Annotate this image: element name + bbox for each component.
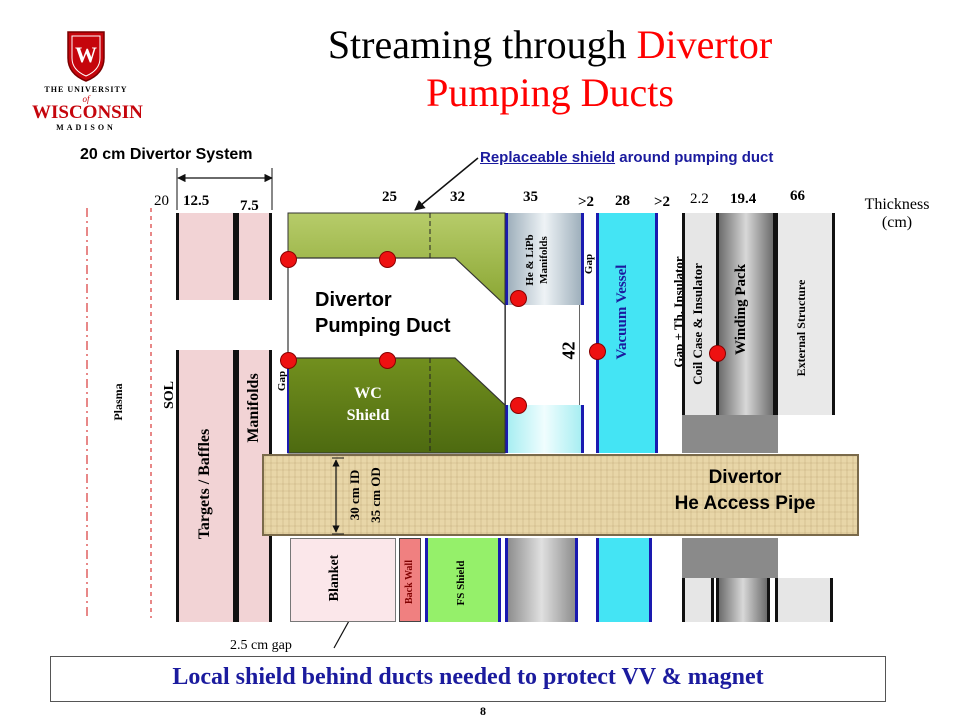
title-black: Streaming through	[327, 22, 637, 67]
bottom-external	[775, 578, 833, 622]
dot-8	[709, 345, 726, 362]
dot-2	[379, 251, 396, 268]
he-access-pipe	[262, 454, 859, 536]
pipe-line1: Divertor	[708, 467, 782, 488]
targets-baffles-block	[176, 350, 236, 622]
shield-line: Shield	[346, 407, 390, 424]
page-title: Streaming through Divertor	[250, 22, 850, 68]
pumping-duct-label: Divertor Pumping Duct	[315, 287, 451, 339]
logo-madison-text: MADISON	[56, 123, 116, 132]
fs-shield-block	[425, 538, 501, 622]
dot-7	[589, 343, 606, 360]
title-red-1: Divertor	[636, 22, 773, 67]
winding-pack-block	[716, 213, 776, 415]
dot-3	[280, 352, 297, 369]
thickness-word: Thickness	[864, 196, 930, 213]
back-wall-block	[399, 538, 421, 622]
bottom-manifold-block	[505, 538, 578, 622]
gap-note: 2.5 cm gap	[230, 638, 292, 653]
pumping-duct-line2: Pumping Duct	[315, 315, 451, 337]
pipe-od-label: 35 cm OD	[368, 467, 383, 523]
system-label: 20 cm Divertor System	[80, 146, 253, 163]
dim-32: 32	[450, 189, 465, 205]
external-structure-block	[775, 213, 835, 415]
pipe-id-label: 30 cm ID	[347, 469, 362, 521]
dot-4	[379, 352, 396, 369]
pumping-duct-line1: Divertor	[315, 289, 392, 311]
replaceable-rest: around pumping duct	[615, 149, 774, 166]
bottom-winding-pack	[716, 578, 770, 622]
bottom-coil-case	[682, 578, 714, 622]
dim-25: 25	[382, 189, 397, 205]
replaceable-shield-label: Replaceable shield around pumping duct	[480, 149, 773, 166]
pipe-label: Divertor He Access Pipe	[640, 465, 850, 517]
magnet-lower-band	[682, 415, 778, 453]
dim-7-5: 7.5	[240, 198, 259, 214]
svg-text:W: W	[75, 42, 97, 67]
dim-19-4: 19.4	[730, 191, 757, 207]
dim-66: 66	[790, 188, 805, 204]
wc-line: WC	[354, 385, 382, 402]
replaceable-arrow	[414, 157, 479, 211]
dot-5	[510, 290, 527, 307]
back-wall-label: Back Wall	[404, 560, 415, 604]
dim-gt2-b: >2	[654, 194, 671, 210]
logo-university-text: THE UNIVERSITY	[44, 85, 128, 94]
conclusion-box	[50, 656, 886, 702]
blanket-label: Blanket	[327, 554, 342, 602]
dim-2-2: 2.2	[690, 191, 709, 207]
thickness-label: Thickness (cm)	[862, 196, 932, 232]
conclusion-text: Local shield behind ducts needed to prot…	[172, 664, 764, 690]
replaceable-underlined: Replaceable shield	[480, 149, 616, 166]
dot-6	[510, 397, 527, 414]
dot-1	[280, 251, 297, 268]
bottom-vv-block	[596, 538, 652, 622]
page-subtitle: Pumping Ducts	[426, 70, 674, 115]
logo-wisconsin-text: WISCONSIN	[32, 102, 143, 123]
he-lipb-manifold-block	[505, 213, 584, 305]
dim-20: 20	[154, 193, 169, 209]
dim-gt2-a: >2	[578, 194, 595, 210]
page-number: 8	[480, 704, 486, 718]
dim-12-5: 12.5	[183, 193, 210, 209]
dim-35: 35	[523, 189, 538, 205]
university-logo: W THE UNIVERSITY of WISCONSIN MADISON	[32, 28, 143, 132]
dim-28: 28	[615, 193, 630, 209]
logo-of-text: of	[82, 94, 90, 104]
bottom-magnet-band	[682, 538, 778, 578]
fs-shield-label: FS Shield	[455, 560, 467, 606]
wc-shield-label: WC Shield	[338, 383, 398, 427]
blanket-block	[290, 538, 396, 622]
top-manifold-block	[236, 213, 272, 300]
vacuum-vessel-block	[596, 213, 658, 453]
crest-icon: W	[67, 31, 105, 82]
top-target-block	[176, 213, 236, 300]
thickness-unit: (cm)	[881, 214, 913, 231]
pipe-line2: He Access Pipe	[674, 493, 816, 514]
